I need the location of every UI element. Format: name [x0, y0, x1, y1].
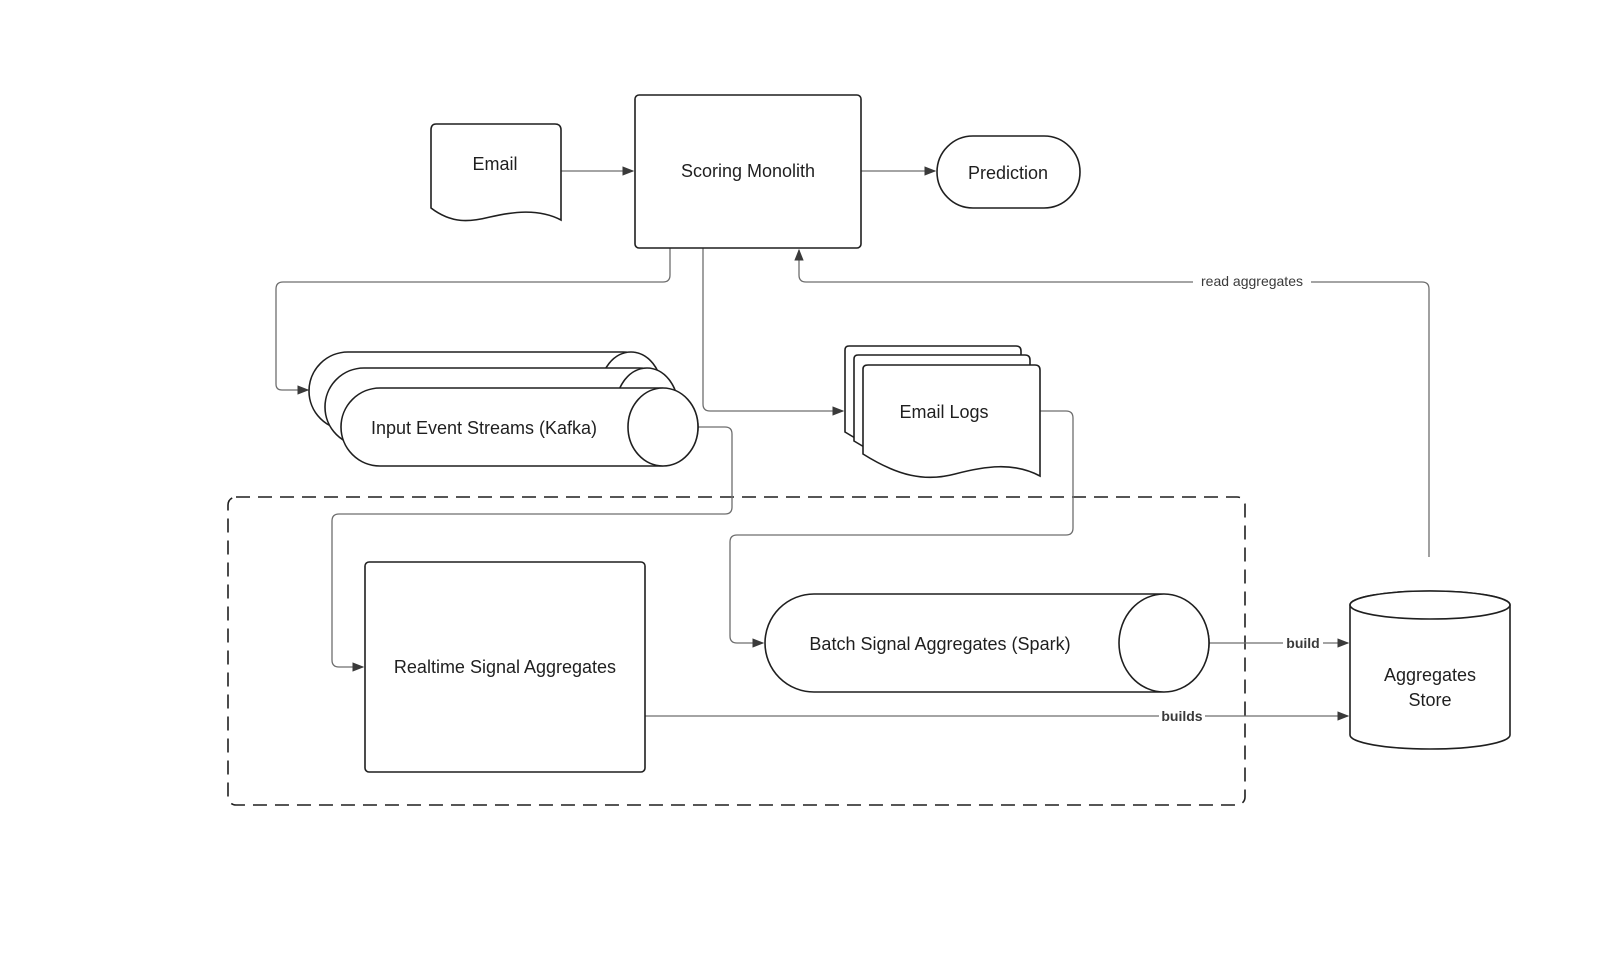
node-input-event-streams-label: Input Event Streams (Kafka): [371, 418, 597, 438]
node-email[interactable]: Email: [430, 123, 562, 222]
node-input-event-streams[interactable]: Input Event Streams (Kafka): [308, 351, 699, 467]
node-prediction[interactable]: Prediction: [936, 135, 1081, 209]
node-scoring-monolith[interactable]: Scoring Monolith: [634, 94, 862, 249]
node-email-logs[interactable]: Email Logs: [844, 345, 1041, 479]
edge-store-to-scoring: [794, 248, 1430, 557]
edge-label-read-aggregates: read aggregates: [1201, 273, 1303, 289]
edge-streams-to-realtime: [331, 426, 733, 672]
node-realtime-signal-aggregates-label: Realtime Signal Aggregates: [394, 657, 616, 677]
edge-label-builds: builds: [1161, 708, 1202, 724]
node-email-label: Email: [472, 154, 517, 174]
node-aggregates-store-label-1: Aggregates: [1384, 665, 1476, 685]
edge-logs-to-batch: [729, 410, 1074, 648]
node-batch-signal-aggregates-label: Batch Signal Aggregates (Spark): [809, 634, 1070, 654]
node-aggregates-store[interactable]: Aggregates Store: [1349, 590, 1511, 750]
edge-scoring-to-logs: [702, 248, 845, 416]
node-scoring-monolith-label: Scoring Monolith: [681, 161, 815, 181]
node-realtime-signal-aggregates[interactable]: Realtime Signal Aggregates: [364, 561, 646, 773]
node-email-logs-label: Email Logs: [899, 402, 988, 422]
node-prediction-label: Prediction: [968, 163, 1048, 183]
edge-scoring-to-streams: [275, 248, 671, 395]
edge-label-build: build: [1286, 635, 1319, 651]
processing-boundary: [227, 496, 1246, 806]
node-batch-signal-aggregates[interactable]: Batch Signal Aggregates (Spark): [764, 593, 1210, 693]
node-aggregates-store-label-2: Store: [1408, 690, 1451, 710]
